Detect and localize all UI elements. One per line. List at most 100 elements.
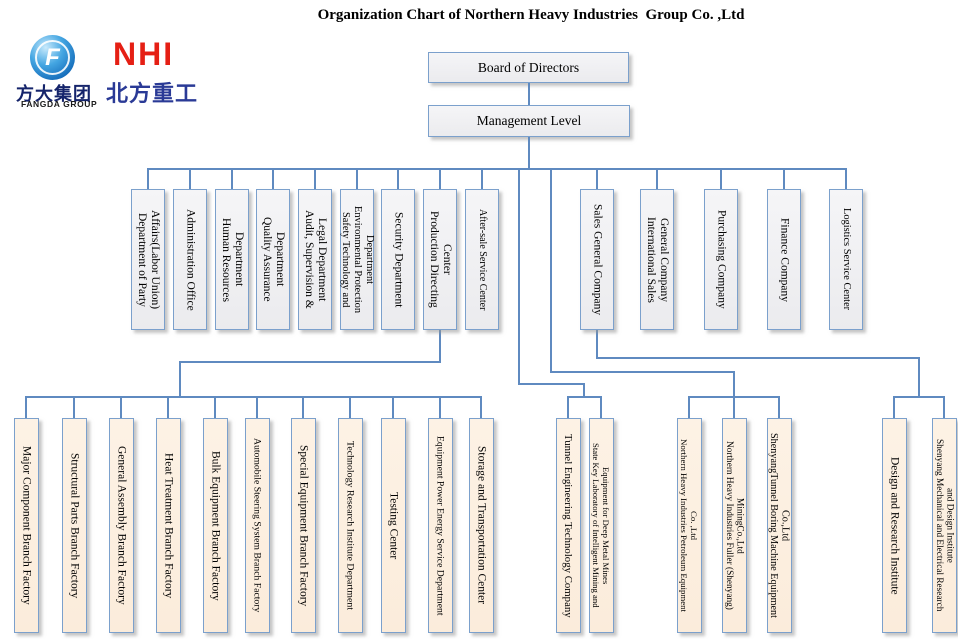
level2-box-0: Department of Party Affairs(Labor Union) [131, 189, 165, 330]
level3-g0-box-3: Heat Treatment Branch Factory [155, 418, 181, 633]
connector-line [439, 397, 441, 418]
level2-box-10-label: International Sales General Company [645, 216, 671, 303]
level2-box-11-label: Purchasing Company [715, 210, 728, 309]
connector-line [214, 397, 216, 418]
connector-line [439, 169, 441, 189]
connector-line [147, 168, 847, 170]
level3-g0-box-8-label: Testing Center [387, 491, 400, 560]
level3-g3-box-0: Design and Research Institute [881, 418, 907, 633]
level3-g0-box-10: Storage and Transportation Center [468, 418, 494, 633]
level2-box-0-label: Department of Party Affairs(Labor Union) [136, 209, 162, 310]
level3-g0-box-6-label: Special Equipment Branch Factory [297, 444, 310, 607]
connector-line [480, 397, 482, 418]
fangda-cn-text: 方大集团 [16, 84, 92, 105]
connector-line [167, 397, 169, 418]
level3-g0-box-4-label: Bulk Equipment Branch Factory [209, 450, 222, 601]
connector-line [918, 358, 920, 397]
fangda-en-text: FANGDA GROUP [21, 99, 98, 109]
level3-g0-box-4: Bulk Equipment Branch Factory [202, 418, 228, 633]
connector-line [120, 397, 122, 418]
connector-line [314, 169, 316, 189]
level2-box-8: After-sale Service Center [465, 189, 499, 330]
level2-box-1: Administration Office [173, 189, 207, 330]
level2-box-1-label: Administration Office [184, 208, 197, 311]
connector-line [845, 169, 847, 189]
level2-box-5: Safety Technology and Environmental Prot… [340, 189, 375, 330]
connector-line [356, 169, 358, 189]
level3-g0-box-1: Structural Parts Branch Factory [61, 418, 87, 633]
connector-line [600, 397, 602, 418]
nhi-cn-text: 北方重工 [106, 82, 199, 107]
level3-g0-box-0-label: Major Component Branch Factory [20, 446, 33, 605]
connector-line [596, 330, 598, 358]
connector-line [656, 169, 658, 189]
level2-box-11: Purchasing Company [704, 189, 738, 330]
level3-g0-box-9: Equipment Power Energy Service Departmen… [427, 418, 453, 633]
level2-box-9: Sales General Company [580, 189, 614, 330]
connector-line [688, 397, 690, 418]
connector-line [528, 137, 530, 169]
connector-line [147, 169, 149, 189]
level2-box-5-label: Safety Technology and Environmental Prot… [340, 205, 375, 314]
level3-g0-box-7-label: Technology Research Institute Department [344, 440, 356, 611]
level3-g0-box-5-label: Automobile Steering System Branch Factor… [251, 438, 263, 613]
connector-line [518, 169, 520, 384]
page-title: Organization Chart of Northern Heavy Ind… [317, 7, 745, 23]
level3-g1-box-1-label: State Key Laboratory of Intelligent Mini… [591, 443, 611, 608]
connector-line [481, 169, 483, 189]
connector-line [778, 397, 780, 418]
level3-g2-box-0: Northern Heavy Industries Petroleum Equi… [676, 418, 702, 633]
level2-box-9-label: Sales General Company [591, 203, 604, 316]
connector-line [943, 397, 945, 418]
level2-box-10: International Sales General Company [640, 189, 674, 330]
fangda-logo-icon: F [30, 35, 75, 80]
connector-line [893, 397, 895, 418]
connector-line [439, 330, 441, 362]
level3-g2-box-1-label: Northern Heavy Industries Fuller (Shenya… [724, 441, 745, 610]
connector-line [733, 397, 735, 418]
level2-box-3-label: Quality Assurance Department [261, 217, 287, 302]
level3-g0-box-10-label: Storage and Transportation Center [475, 446, 488, 605]
connector-line [231, 169, 233, 189]
level3-g0-box-5: Automobile Steering System Branch Factor… [244, 418, 270, 633]
level2-box-6: Security Department [381, 189, 415, 330]
level3-g2-box-0-label: Northern Heavy Industries Petroleum Equi… [679, 439, 700, 612]
level3-g0-box-1-label: Structural Parts Branch Factory [68, 452, 81, 599]
connector-line [596, 169, 598, 189]
level3-g2-box-1: Northern Heavy Industries Fuller (Shenya… [721, 418, 747, 633]
management-level-box: Management Level [428, 105, 630, 137]
level2-box-8-label: After-sale Service Center [476, 208, 488, 311]
level2-box-7-label: Production Directing Center [428, 211, 454, 308]
connector-line [397, 169, 399, 189]
level2-box-13-label: Logistics Service Center [840, 208, 852, 311]
level3-g1-box-0-label: Tunnel Engineering Technology Company [562, 433, 575, 618]
level3-g3-box-1: Shenyang Mechanical and Electrical Resea… [931, 418, 957, 633]
connector-line [25, 396, 482, 398]
level3-g0-box-8: Testing Center [380, 418, 406, 633]
connector-line [893, 396, 945, 398]
level2-box-12-label: Finance Company [778, 217, 791, 302]
connector-line [518, 383, 585, 385]
level3-g0-box-6: Special Equipment Branch Factory [290, 418, 316, 633]
level3-g0-box-2-label: General Assembly Branch Factory [115, 446, 128, 605]
connector-line [189, 169, 191, 189]
level3-g0-box-2: General Assembly Branch Factory [108, 418, 134, 633]
connector-line [783, 169, 785, 189]
connector-line [256, 397, 258, 418]
connector-line [179, 362, 181, 397]
level3-g2-box-2-label: ShenyangTunnel Boring Machine Equipment … [768, 433, 791, 618]
connector-line [392, 397, 394, 418]
level3-g1-box-0: Tunnel Engineering Technology Company [555, 418, 581, 633]
connector-line [550, 371, 735, 373]
connector-line [349, 397, 351, 418]
level2-box-13: Logistics Service Center [829, 189, 863, 330]
connector-line [25, 397, 27, 418]
connector-line [302, 397, 304, 418]
fangda-f-glyph: F [45, 43, 60, 71]
level2-box-3: Quality Assurance Department [256, 189, 290, 330]
connector-line [583, 384, 585, 397]
level2-box-6-label: Security Department [392, 211, 405, 308]
level3-g1-box-1: State Key Laboratory of Intelligent Mini… [588, 418, 614, 633]
level2-box-4: Audit, Supervision & Legal Department [298, 189, 332, 330]
